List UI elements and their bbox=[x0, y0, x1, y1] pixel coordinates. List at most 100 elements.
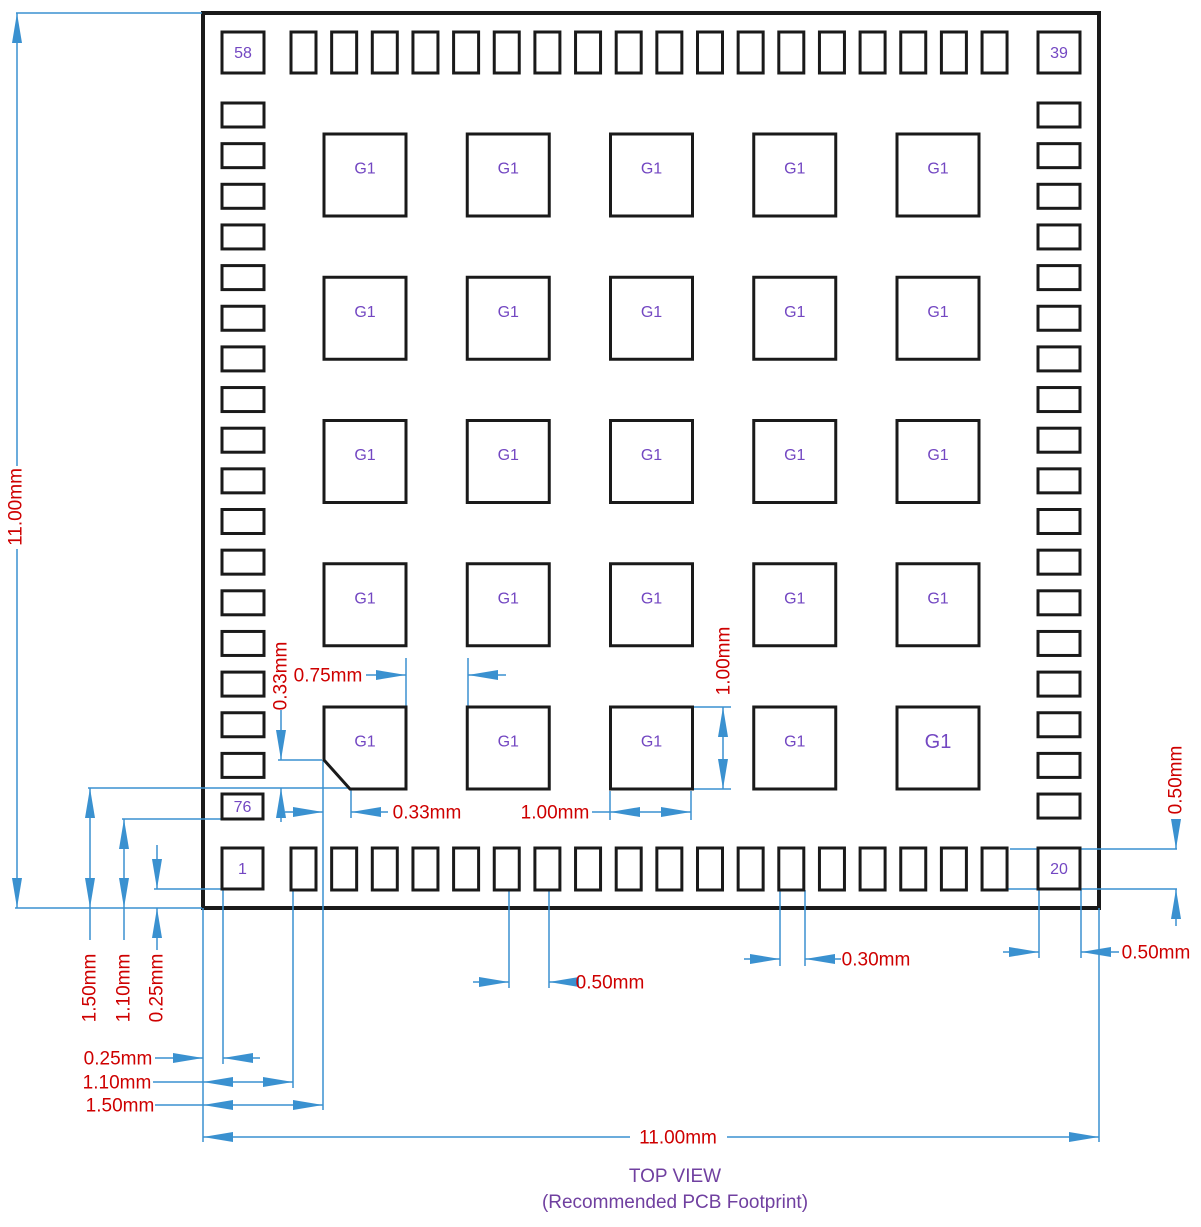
pin-pad-number: 20 bbox=[1050, 861, 1068, 878]
pin-pad bbox=[220, 508, 266, 535]
dimension-arrowhead bbox=[203, 1100, 233, 1110]
pin-pad bbox=[220, 426, 266, 454]
thermal-pad-label: G1 bbox=[641, 161, 662, 178]
thermal-pad-g1 bbox=[609, 705, 694, 791]
thermal-pad-label: G1 bbox=[354, 161, 375, 178]
thermal-pad-label: G1 bbox=[498, 161, 519, 178]
pin-pad bbox=[1036, 589, 1082, 617]
dimension-arrowhead bbox=[718, 707, 728, 737]
pin-pad bbox=[777, 846, 806, 892]
pin-pad bbox=[939, 846, 968, 892]
dimension-arrowhead bbox=[468, 670, 498, 680]
dimension-arrowhead bbox=[276, 730, 286, 760]
thermal-pad-g1 bbox=[465, 705, 551, 791]
pin-pad bbox=[980, 846, 1009, 892]
thermal-pad-label: G1 bbox=[784, 447, 805, 464]
pin-pad-number: 1 bbox=[238, 861, 247, 878]
thermal-pad-label: G1 bbox=[927, 161, 948, 178]
thermal-pad-g1 bbox=[322, 132, 408, 218]
pin-pad bbox=[220, 711, 266, 739]
pin-pad bbox=[1036, 101, 1082, 129]
pin-pad bbox=[220, 182, 266, 210]
thermal-pad-g1 bbox=[465, 419, 551, 504]
dimension-arrowhead bbox=[805, 954, 835, 964]
thermal-pad-label: G1 bbox=[354, 734, 375, 751]
pin-pad bbox=[899, 846, 928, 892]
pin-pad-76 bbox=[220, 792, 265, 821]
dimension-arrowhead bbox=[376, 670, 406, 680]
pin-pad bbox=[1036, 304, 1082, 332]
pin-pad bbox=[330, 846, 359, 892]
thermal-pad-g1 bbox=[609, 275, 694, 361]
dimension-arrowhead bbox=[1171, 889, 1181, 919]
pin-pad bbox=[736, 30, 765, 75]
pin-pad bbox=[411, 846, 440, 892]
thermal-pad-g1 bbox=[465, 275, 551, 361]
pin-pad bbox=[220, 345, 266, 373]
pin-pad bbox=[574, 30, 603, 75]
dimension-label: 0.33mm bbox=[271, 642, 292, 711]
pin-pad bbox=[289, 30, 318, 75]
dimension-arrowhead bbox=[12, 13, 22, 43]
dimension-label: 0.30mm bbox=[842, 950, 911, 971]
pin-pad bbox=[1036, 223, 1082, 251]
thermal-pad-label: G1 bbox=[354, 447, 375, 464]
dimension-label: 0.25mm bbox=[147, 954, 168, 1023]
pin-pad bbox=[817, 30, 846, 75]
thermal-pad-label: G1 bbox=[641, 734, 662, 751]
pin-pad bbox=[696, 30, 724, 75]
pin-pad bbox=[533, 846, 562, 892]
pin-pad-1 bbox=[220, 846, 265, 891]
view-title: TOP VIEW bbox=[628, 1166, 722, 1187]
dimension-arrowhead bbox=[203, 1132, 233, 1142]
thermal-pad-g1 bbox=[322, 419, 408, 504]
pin-pad bbox=[220, 670, 266, 698]
dimension-arrowhead bbox=[1171, 819, 1181, 849]
pin-pad bbox=[614, 846, 643, 892]
dimension-label: 0.25mm bbox=[84, 1049, 153, 1070]
thermal-pad-label: G1 bbox=[927, 304, 948, 321]
pin-pad bbox=[1036, 467, 1082, 495]
pin-pad bbox=[777, 30, 806, 75]
dimension-arrowhead bbox=[718, 759, 728, 789]
thermal-pad-label: G1 bbox=[641, 447, 662, 464]
dimension-label: 1.50mm bbox=[86, 1096, 155, 1117]
thermal-pad-g1 bbox=[322, 562, 408, 648]
dimension-arrowhead bbox=[119, 819, 129, 849]
dimension-label: 1.10mm bbox=[114, 954, 135, 1023]
pin-pad bbox=[220, 467, 266, 495]
dimension-arrowhead bbox=[119, 878, 129, 908]
pin-pad-39 bbox=[1036, 30, 1082, 75]
dimension-label: 11.00mm bbox=[639, 1128, 717, 1149]
dimension-arrowhead bbox=[1081, 947, 1111, 957]
thermal-pad-label: G1 bbox=[498, 734, 519, 751]
pin-pad bbox=[411, 30, 440, 75]
dimension-arrowhead bbox=[293, 807, 323, 817]
pin-pad bbox=[370, 846, 399, 892]
thermal-pad-g1-chamfered bbox=[322, 705, 408, 791]
thermal-pad-g1 bbox=[895, 132, 981, 218]
dimension-arrowhead bbox=[223, 1053, 253, 1063]
pin-pad bbox=[220, 264, 266, 292]
thermal-pad-label: G1 bbox=[498, 590, 519, 607]
dimension-arrowhead bbox=[1009, 947, 1039, 957]
dimension-arrowhead bbox=[1069, 1132, 1099, 1142]
dimension-label: 0.75mm bbox=[294, 666, 363, 687]
thermal-pad-g1 bbox=[465, 562, 551, 648]
pin-pad bbox=[655, 846, 684, 892]
pin-pad bbox=[289, 846, 318, 892]
pin-pad bbox=[1036, 182, 1082, 210]
pin-pad-number: 76 bbox=[234, 799, 252, 816]
thermal-pad-g1 bbox=[609, 419, 694, 504]
dimension-label: 0.50mm bbox=[1122, 943, 1191, 964]
thermal-pad-g1 bbox=[752, 132, 838, 218]
pin-pad bbox=[220, 751, 266, 779]
dimension-arrowhead bbox=[203, 1077, 233, 1087]
pin-pad bbox=[858, 846, 887, 892]
pin-pad bbox=[1036, 345, 1082, 373]
dimension-arrowhead bbox=[263, 1077, 293, 1087]
pin-pad bbox=[1036, 386, 1082, 414]
thermal-pad-g1 bbox=[752, 705, 838, 791]
dimension-arrowhead bbox=[351, 807, 381, 817]
